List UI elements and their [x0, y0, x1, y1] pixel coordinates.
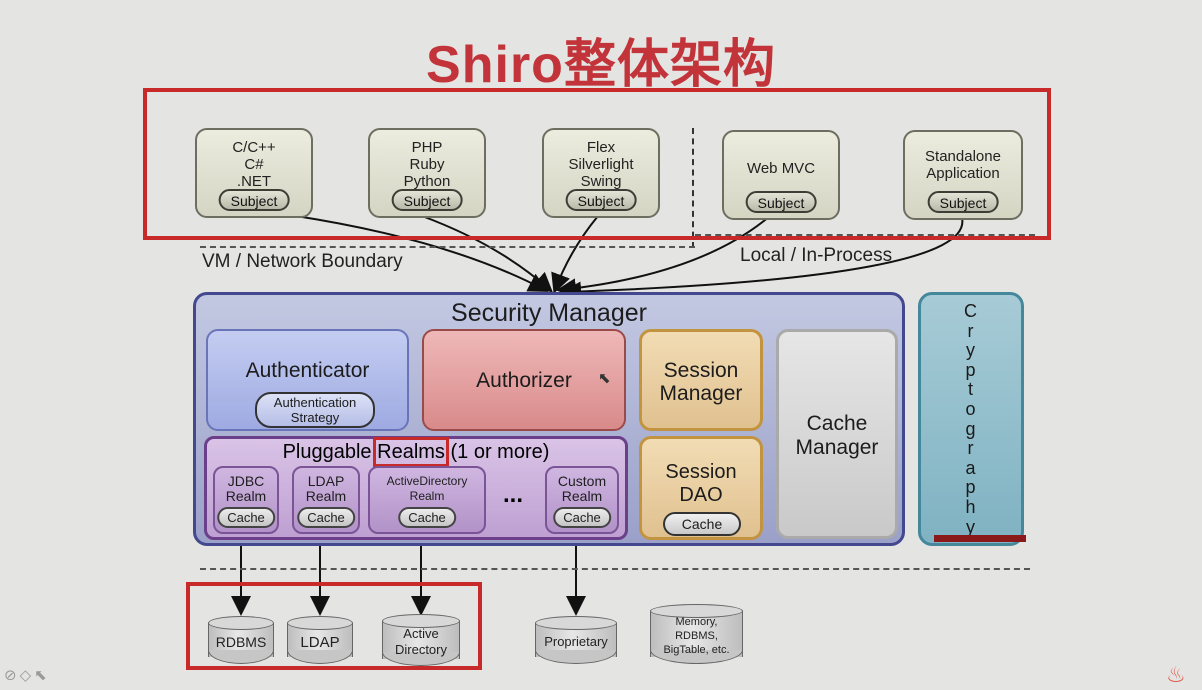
cache-manager-label: Cache Manager: [795, 412, 879, 459]
cryptography-box: C r y p t o g r a p h y: [918, 292, 1024, 546]
realm-cache-pill: Cache: [217, 507, 275, 528]
subject-pill: Subject: [218, 189, 290, 211]
network-boundary-label: VM / Network Boundary: [202, 251, 403, 272]
datastore-label: Memory, RDBMS, BigTable, etc.: [663, 616, 730, 656]
authenticator-label: Authenticator: [245, 359, 370, 382]
subject-pill: Subject: [745, 191, 817, 213]
session-dao-box: Session DAO Cache: [639, 436, 763, 540]
mouse-cursor-icon: ⬉: [598, 370, 611, 387]
realms-title-suffix: (1 or more): [444, 441, 550, 463]
datastore-label: Active Directory: [394, 626, 447, 657]
security-manager: Security Manager Authenticator Authentic…: [193, 292, 905, 546]
local-boundary-label: Local / In-Process: [740, 245, 893, 266]
session-manager-box: Session Manager: [639, 329, 763, 431]
arrow-client-5: [561, 217, 964, 302]
client-label: C/C++ C# .NET: [232, 139, 276, 190]
datastore-proprietary: Proprietary: [535, 616, 617, 664]
realm-label: JDBC Realm: [225, 473, 267, 504]
security-manager-title: Security Manager: [451, 299, 647, 327]
realm-cache-pill: Cache: [297, 507, 355, 528]
client-label: PHP Ruby Python: [403, 139, 451, 190]
datastore-boundary-line: [200, 568, 1030, 570]
authentication-strategy-pill: Authentication Strategy: [255, 392, 375, 428]
authorizer-box: Authorizer ⬉: [422, 329, 626, 431]
realm-custom: Custom Realm Cache: [545, 466, 619, 534]
datastore-rdbms: RDBMS: [208, 616, 274, 664]
datastore-label: LDAP: [300, 634, 340, 651]
session-dao-cache-pill: Cache: [663, 512, 741, 536]
subject-pill: Subject: [391, 189, 463, 211]
network-boundary-line: [200, 246, 695, 248]
local-remote-divider: [692, 128, 694, 248]
datastore-label: RDBMS: [215, 634, 267, 650]
realms-title: Pluggable Realms (1 or more): [207, 437, 625, 467]
cryptography-underline: [934, 535, 1026, 542]
realm-cache-pill: Cache: [553, 507, 611, 528]
client-php-ruby-python: PHP Ruby Python Subject: [368, 128, 486, 218]
realm-activedirectory: ActiveDirectory Realm Cache: [368, 466, 486, 534]
arrow-client-4: [556, 215, 771, 299]
client-c-cpp-dotnet: C/C++ C# .NET Subject: [195, 128, 313, 218]
realms-title-highlight: Realms: [373, 437, 449, 467]
datastore-memory-rdbms-bigtable: Memory, RDBMS, BigTable, etc.: [650, 604, 743, 664]
realm-label: ActiveDirectory Realm: [386, 474, 468, 503]
realms-title-prefix: Pluggable: [282, 441, 378, 463]
session-manager-label: Session Manager: [659, 359, 743, 405]
client-label: Web MVC: [746, 160, 816, 177]
cryptography-label: C r y p t o g r a p h y: [964, 301, 978, 537]
flame-logo-icon: ♨: [1166, 662, 1186, 687]
authorizer-label: Authorizer: [476, 369, 572, 392]
datastore-ldap: LDAP: [287, 616, 353, 664]
datastore-label: Proprietary: [544, 634, 608, 649]
client-web-mvc: Web MVC Subject: [722, 130, 840, 220]
realm-label: LDAP Realm: [305, 473, 347, 504]
clients-highlight-box: [143, 88, 1051, 240]
client-flex-silverlight-swing: Flex Silverlight Swing Subject: [542, 128, 660, 218]
player-controls-icons[interactable]: ⊘◇⬉: [4, 667, 50, 684]
client-label: Standalone Application: [925, 148, 1001, 182]
realm-ldap: LDAP Realm Cache: [292, 466, 360, 534]
subject-pill: Subject: [927, 191, 999, 213]
local-boundary-line: [695, 234, 1035, 236]
page-title: Shiro整体架构: [426, 36, 776, 94]
realm-label: Custom Realm: [557, 473, 607, 504]
client-label: Flex Silverlight Swing: [568, 139, 634, 190]
realm-jdbc: JDBC Realm Cache: [213, 466, 279, 534]
client-standalone-application: Standalone Application Subject: [903, 130, 1023, 220]
authenticator-box: Authenticator Authentication Strategy: [206, 329, 409, 431]
subject-pill: Subject: [565, 189, 637, 211]
arrow-client-2: [421, 215, 553, 293]
datastores-highlight-box: [186, 582, 482, 670]
realm-cache-pill: Cache: [398, 507, 456, 528]
cache-manager-box: Cache Manager: [776, 329, 898, 539]
realms-ellipsis: ...: [502, 481, 523, 508]
pluggable-realms-box: Pluggable Realms (1 or more) JDBC Realm …: [204, 436, 628, 540]
session-dao-label: Session DAO: [665, 461, 737, 506]
datastore-active-directory: Active Directory: [382, 614, 460, 666]
